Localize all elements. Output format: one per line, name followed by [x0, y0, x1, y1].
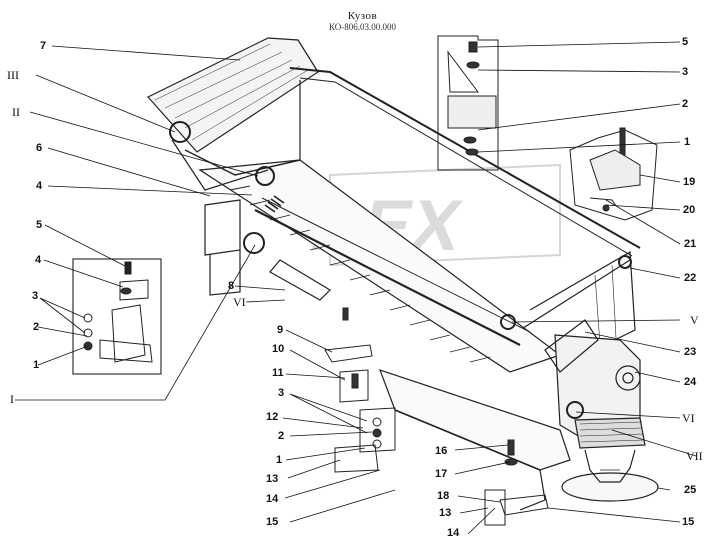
callout-7: 7: [40, 40, 47, 52]
callout-VI-center: VI: [233, 295, 246, 309]
callout-I: I: [10, 392, 14, 406]
callout-3-right: 3: [682, 66, 689, 78]
callout-VI-right: VI: [682, 411, 695, 425]
callout-18: 18: [437, 490, 450, 502]
inset-detail-left: [72, 258, 162, 375]
leader-lines: [15, 41, 697, 535]
inset-detail-right: [569, 127, 658, 221]
callout-2-right: 2: [682, 98, 689, 110]
callout-II: II: [12, 105, 20, 119]
callout-8: 8: [228, 280, 235, 292]
callout-III: III: [7, 68, 19, 82]
callout-25: 25: [684, 484, 697, 496]
callout-11: 11: [272, 367, 284, 379]
drawing-number: КО-806.03.00.000: [328, 22, 397, 32]
callout-3-left: 3: [32, 290, 39, 302]
callout-23: 23: [684, 346, 697, 358]
callout-21: 21: [684, 238, 697, 250]
callout-5-right: 5: [682, 36, 689, 48]
callout-1-center: 1: [276, 454, 283, 466]
callout-13-left: 13: [266, 473, 279, 485]
inset-detail-center: [324, 307, 549, 526]
callout-5-left: 5: [36, 219, 43, 231]
callout-2-left: 2: [33, 321, 40, 333]
hopper-body: [147, 37, 659, 511]
callout-2-center: 2: [278, 430, 285, 442]
callout-1-left: 1: [33, 359, 40, 371]
callout-13-right: 13: [439, 507, 452, 519]
callout-12: 12: [266, 411, 279, 423]
callout-VII: VII: [686, 449, 703, 463]
callout-22: 22: [684, 272, 697, 284]
inset-detail-top-right: [437, 35, 499, 171]
callout-19: 19: [683, 176, 696, 188]
callout-20: 20: [683, 204, 696, 216]
drawing-title: Кузов: [347, 10, 378, 22]
callout-16: 16: [435, 445, 448, 457]
callout-1-right: 1: [684, 136, 691, 148]
callout-15-right: 15: [682, 516, 695, 528]
callout-3-center: 3: [278, 387, 285, 399]
callout-14-right: 14: [447, 527, 460, 539]
callout-6: 6: [36, 142, 43, 154]
callout-10: 10: [272, 343, 285, 355]
callout-4-inset: 4: [35, 254, 42, 266]
callout-V: V: [690, 313, 699, 327]
callout-17: 17: [435, 468, 448, 480]
callout-15-left: 15: [266, 516, 279, 528]
callout-9: 9: [277, 324, 284, 336]
callout-4-top: 4: [36, 180, 43, 192]
callout-24: 24: [684, 376, 697, 388]
callout-14-left: 14: [266, 493, 279, 505]
